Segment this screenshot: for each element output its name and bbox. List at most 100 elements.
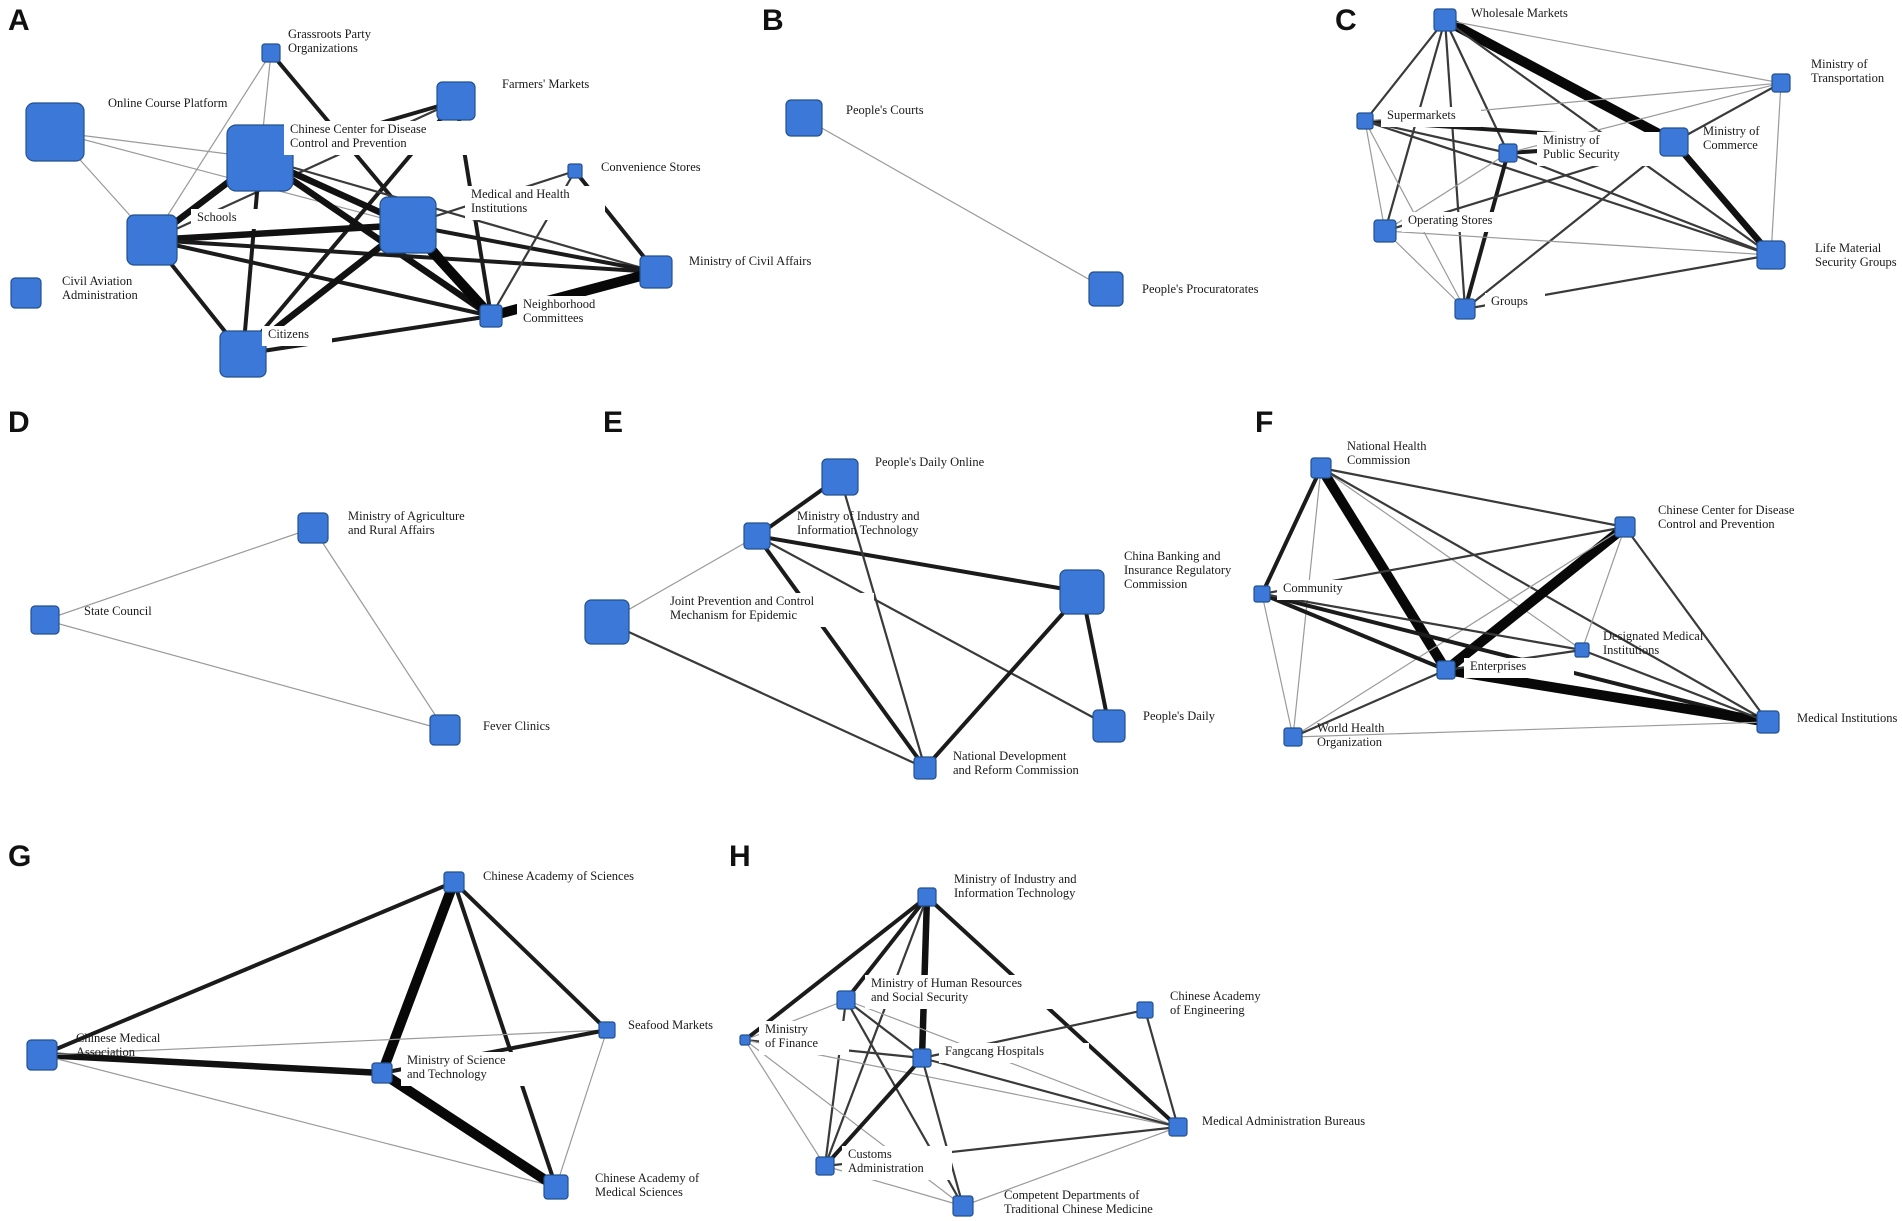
node-label: Neighborhood bbox=[523, 297, 596, 311]
edge-community-designated bbox=[1261, 592, 1583, 652]
node-label: Commission bbox=[1347, 453, 1411, 467]
node-fever[interactable]: Fever Clinics bbox=[429, 714, 550, 746]
node-community[interactable]: Community bbox=[1253, 580, 1377, 603]
edge-fangcang-customs bbox=[823, 1056, 924, 1168]
node-medinst[interactable]: Medical Institutions bbox=[1756, 710, 1897, 734]
edge-cma-cams bbox=[41, 1054, 557, 1188]
node-operating[interactable]: Operating Stores bbox=[1373, 212, 1532, 243]
edge-miit-ndrc bbox=[755, 534, 927, 770]
node-mab[interactable]: Medical Administration Bureaus bbox=[1168, 1114, 1365, 1137]
node-wholesale[interactable]: Wholesale Markets bbox=[1433, 6, 1568, 32]
node-cas[interactable]: Chinese Academy of Sciences bbox=[443, 869, 634, 893]
node-label: Customs bbox=[848, 1147, 892, 1161]
node-square bbox=[821, 458, 859, 496]
node-square bbox=[952, 1195, 974, 1217]
node-fangcang[interactable]: Fangcang Hospitals bbox=[912, 1043, 1089, 1068]
node-square bbox=[1356, 112, 1374, 130]
edge-commerce-transport bbox=[1673, 82, 1782, 143]
edge-cae-mab bbox=[1143, 1009, 1180, 1128]
node-farmers[interactable]: Farmers' Markets bbox=[436, 77, 589, 121]
node-label: Ministry of Civil Affairs bbox=[689, 254, 811, 268]
node-procuratorates[interactable]: People's Procuratorates bbox=[1088, 271, 1259, 307]
node-online[interactable]: Online Course Platform bbox=[25, 96, 228, 162]
node-label: Civil Aviation bbox=[62, 274, 133, 288]
label-background bbox=[465, 186, 605, 220]
edge-miit-joint bbox=[606, 535, 758, 623]
node-pd[interactable]: People's Daily bbox=[1092, 709, 1216, 743]
node-enterprises[interactable]: Enterprises bbox=[1436, 658, 1574, 680]
node-square bbox=[379, 196, 437, 254]
panel-letter: B bbox=[762, 4, 784, 37]
node-label: People's Courts bbox=[846, 103, 924, 117]
node-pdo[interactable]: People's Daily Online bbox=[821, 455, 985, 496]
node-label: People's Procuratorates bbox=[1142, 282, 1259, 296]
node-square bbox=[543, 1174, 569, 1200]
panel-letter: F bbox=[1255, 406, 1273, 439]
node-square bbox=[1756, 710, 1780, 734]
edge-group bbox=[1260, 465, 1769, 739]
edge-designated-medinst bbox=[1581, 648, 1769, 724]
node-square bbox=[815, 1156, 835, 1176]
node-square bbox=[26, 1039, 58, 1071]
node-seafood[interactable]: Seafood Markets bbox=[598, 1018, 713, 1039]
node-label: Commission bbox=[1124, 577, 1188, 591]
node-schools[interactable]: Schools bbox=[126, 209, 261, 266]
edge-transport-lifematerial bbox=[1770, 82, 1782, 256]
node-label: and Reform Commission bbox=[953, 763, 1079, 777]
node-label: Community bbox=[1283, 581, 1343, 595]
node-citizens[interactable]: Citizens bbox=[219, 326, 332, 378]
edge-tcm-mab bbox=[962, 1126, 1179, 1207]
edge-ccdc-civilaffairs bbox=[259, 156, 657, 274]
label-background bbox=[759, 1021, 849, 1055]
node-label: National Development bbox=[953, 749, 1067, 763]
node-label: Supermarkets bbox=[1387, 108, 1456, 122]
node-groups[interactable]: Groups bbox=[1454, 293, 1545, 320]
edge-wholesale-commerce bbox=[1442, 15, 1677, 147]
node-label: Convenience Stores bbox=[601, 160, 701, 174]
node-supermarkets[interactable]: Supermarkets bbox=[1356, 107, 1481, 130]
label-background bbox=[401, 1052, 541, 1086]
node-label: People's Daily bbox=[1143, 709, 1216, 723]
label-background bbox=[284, 121, 484, 155]
node-label: Medical Sciences bbox=[595, 1185, 683, 1199]
node-label: Competent Departments of bbox=[1004, 1188, 1140, 1202]
node-label: Chinese Medical bbox=[76, 1031, 161, 1045]
node-convenience[interactable]: Convenience Stores bbox=[567, 160, 701, 179]
node-courts[interactable]: People's Courts bbox=[785, 99, 924, 137]
node-civilaffairs[interactable]: Ministry of Civil Affairs bbox=[639, 254, 811, 289]
edge-cas-most bbox=[377, 880, 459, 1075]
node-council[interactable]: State Council bbox=[30, 604, 152, 635]
node-label: Chinese Academy of bbox=[595, 1171, 700, 1185]
